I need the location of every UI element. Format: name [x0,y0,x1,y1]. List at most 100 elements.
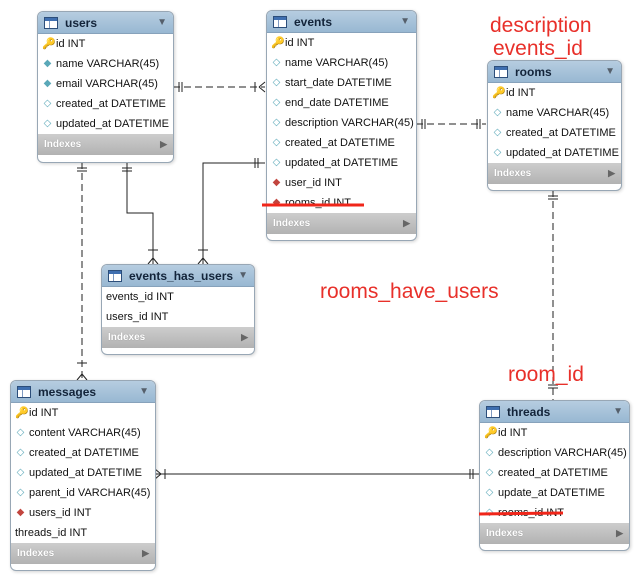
column-row: ◆name VARCHAR(45) [43,58,160,70]
column-diamond-icon: ◇ [272,157,281,168]
table-header[interactable]: events_has_users ▼ [102,265,254,287]
column-row: events_id INT [106,291,174,303]
table-users[interactable]: users ▼ 🔑id INT ◆name VARCHAR(45) ◆email… [37,11,174,163]
column-row: ◆users_id INT [16,507,92,519]
users-junction-connector [126,162,154,264]
collapse-arrow-icon[interactable]: ▼ [238,270,248,281]
annotation-events-id: events_id [493,37,583,60]
column-diamond-icon: ◆ [43,58,52,69]
column-diamond-icon: ◇ [272,97,281,108]
column-row: ◇parent_id VARCHAR(45) [16,487,151,499]
column-row: ◇description VARCHAR(45) [485,447,627,459]
column-row: ◇start_date DATETIME [272,77,392,89]
primary-key-icon: 🔑 [271,37,285,49]
indexes-footer[interactable]: Indexes▶ [267,213,416,234]
column-row: ◇name VARCHAR(45) [493,107,610,119]
collapse-arrow-icon[interactable]: ▼ [400,16,410,27]
table-header[interactable]: users ▼ [38,12,173,34]
column-diamond-icon: ◇ [272,137,281,148]
column-row: ◇created_at DATETIME [16,447,139,459]
column-diamond-icon: ◇ [493,107,502,118]
table-icon [17,385,31,398]
table-events-has-users[interactable]: events_has_users ▼ events_id INT users_i… [101,264,255,355]
collapse-arrow-icon[interactable]: ▼ [613,406,623,417]
column-diamond-icon: ◇ [485,507,494,518]
collapse-arrow-icon[interactable]: ▼ [605,66,615,77]
column-diamond-icon: ◇ [272,117,281,128]
column-row: ◇ rooms_id INT [480,503,629,523]
column-row: ◇content VARCHAR(45) [16,427,141,439]
table-title: rooms [515,64,552,79]
expand-arrow-icon[interactable]: ▶ [241,332,248,342]
table-events[interactable]: events ▼ 🔑id INT ◇name VARCHAR(45) ◇star… [266,10,417,241]
primary-key-icon: 🔑 [484,427,498,439]
indexes-footer[interactable]: Indexes▶ [480,523,629,544]
foreign-key-icon: ◆ [16,507,25,518]
column-row: ◇name VARCHAR(45) [272,57,389,69]
column-row: ◇created_at DATETIME [43,98,166,110]
indexes-footer[interactable]: Indexes▶ [102,327,254,348]
column-row: 🔑id INT [492,87,536,99]
foreign-key-icon: ◆ [272,177,281,188]
column-row: 🔑id INT [271,37,315,49]
indexes-footer[interactable]: Indexes▶ [488,163,621,184]
struck-column: rooms_id INT [498,507,565,519]
table-icon [486,405,500,418]
annotation-rooms-have-users: rooms_have_users [320,280,499,303]
expand-arrow-icon[interactable]: ▶ [608,168,615,178]
column-row: 🔑id INT [484,427,528,439]
column-diamond-icon: ◇ [485,487,494,498]
collapse-arrow-icon[interactable]: ▼ [157,17,167,28]
column-row: ◆rooms_id INT [267,193,416,213]
table-threads[interactable]: threads ▼ 🔑id INT ◇description VARCHAR(4… [479,400,630,551]
column-diamond-icon: ◇ [43,98,52,109]
table-header[interactable]: threads ▼ [480,401,629,423]
column-diamond-icon: ◇ [272,77,281,88]
column-row: threads_id INT [15,527,88,539]
column-row: ◆email VARCHAR(45) [43,78,158,90]
column-row: ◆user_id INT [272,177,342,189]
column-diamond-icon: ◇ [16,447,25,458]
column-diamond-icon: ◆ [43,78,52,89]
column-diamond-icon: ◇ [16,467,25,478]
annotation-room-id: room_id [508,363,584,386]
table-title: users [65,15,98,30]
column-row: ◇created_at DATETIME [493,127,616,139]
column-diamond-icon: ◇ [16,487,25,498]
column-diamond-icon: ◇ [493,147,502,158]
column-row: ◇created_at DATETIME [485,467,608,479]
column-row: 🔑id INT [42,38,86,50]
expand-arrow-icon[interactable]: ▶ [616,528,623,538]
column-row: ◇end_date DATETIME [272,97,389,109]
table-icon [494,65,508,78]
column-row: ◇update_at DATETIME [485,487,605,499]
column-row: ◇description VARCHAR(45) [272,117,414,129]
primary-key-icon: 🔑 [15,407,29,419]
table-title: events_has_users [129,268,234,283]
expand-arrow-icon[interactable]: ▶ [403,218,410,228]
table-title: messages [38,384,97,399]
column-row: users_id INT [106,311,169,323]
events-junction-connector [202,162,265,264]
column-diamond-icon: ◇ [485,467,494,478]
collapse-arrow-icon[interactable]: ▼ [139,386,149,397]
table-header[interactable]: messages ▼ [11,381,155,403]
primary-key-icon: 🔑 [492,87,506,99]
column-diamond-icon: ◇ [16,427,25,438]
indexes-footer[interactable]: Indexes▶ [11,543,155,564]
table-rooms[interactable]: rooms ▼ 🔑id INT ◇name VARCHAR(45) ◇creat… [487,60,622,191]
table-messages[interactable]: messages ▼ 🔑id INT ◇content VARCHAR(45) … [10,380,156,571]
expand-arrow-icon[interactable]: ▶ [142,548,149,558]
column-row: ◇updated_at DATETIME [272,157,398,169]
column-diamond-icon: ◇ [485,447,494,458]
column-row: ◇updated_at DATETIME [43,118,169,130]
expand-arrow-icon[interactable]: ▶ [160,139,167,149]
primary-key-icon: 🔑 [42,38,56,50]
column-row: ◇updated_at DATETIME [16,467,142,479]
column-diamond-icon: ◇ [493,127,502,138]
indexes-footer[interactable]: Indexes▶ [38,134,173,155]
table-header[interactable]: rooms ▼ [488,61,621,83]
table-header[interactable]: events ▼ [267,11,416,33]
table-title: threads [507,404,551,419]
